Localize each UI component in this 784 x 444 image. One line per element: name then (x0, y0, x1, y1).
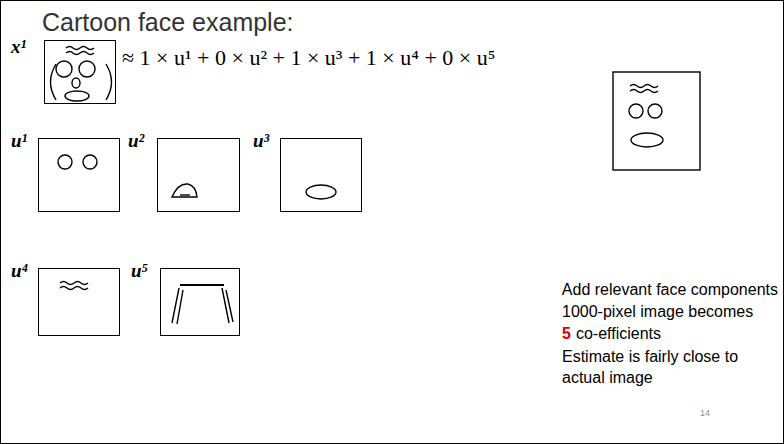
component-label: x¹ (11, 37, 26, 56)
original-face (51, 47, 112, 102)
estimated-face (613, 72, 700, 170)
note-text: Estimate is fairly close to actual image (562, 347, 762, 389)
component-box: u⁴ (38, 268, 120, 336)
note-text: co-efficients (576, 324, 661, 345)
nose-component (172, 184, 197, 197)
highlight-number: 5 (562, 324, 571, 345)
hair-component (60, 282, 88, 290)
slide-number: 14 (700, 408, 710, 420)
component-box: u³ (280, 138, 362, 212)
component-label: u¹ (11, 131, 27, 150)
face-image-box: x¹ (44, 40, 116, 104)
equation: ≈ 1 × u¹ + 0 × u² + 1 × u³ + 1 × u⁴ + 0 … (122, 44, 495, 73)
mouth-component (306, 185, 336, 199)
component-label: u⁵ (131, 261, 148, 280)
slide-title: Cartoon face example: (42, 8, 294, 37)
component-box: u² (157, 138, 240, 212)
component-label: u³ (253, 131, 269, 150)
head-component (172, 285, 233, 324)
component-label: u⁴ (11, 261, 28, 280)
note-text: 1000-pixel image becomes (562, 302, 753, 323)
component-box: u⁵ (160, 268, 240, 336)
component-box: u¹ (38, 138, 120, 212)
note-text: Add relevant face components (562, 280, 778, 301)
component-label: u² (128, 131, 144, 150)
eyes-component (58, 155, 97, 169)
